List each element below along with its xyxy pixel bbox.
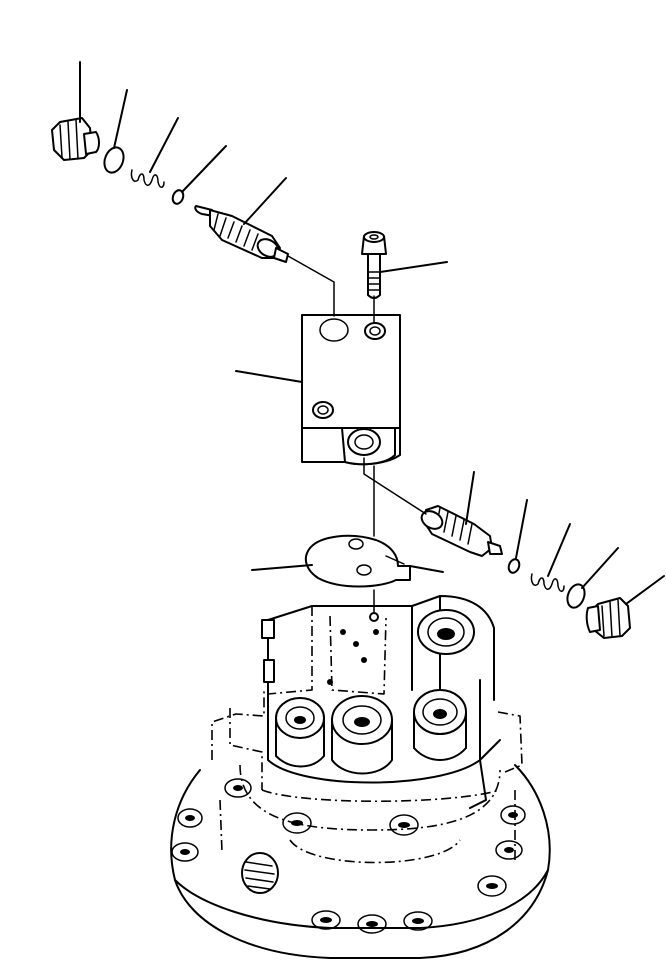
housing-upper-port xyxy=(417,609,475,655)
o-ring-lower xyxy=(566,583,586,609)
valve-block xyxy=(301,314,401,466)
lower-cartridge-stack xyxy=(420,505,631,639)
leader-line-small-ring-lower xyxy=(515,499,528,559)
o-ring-upper xyxy=(103,146,125,174)
spring-upper xyxy=(130,169,165,188)
assembly-lines xyxy=(287,255,427,622)
mounting-bolt xyxy=(361,231,387,299)
housing-left-stub xyxy=(261,619,275,683)
small-ring-upper xyxy=(171,189,185,205)
valve-spool-upper xyxy=(194,205,289,263)
housing-mounting-face xyxy=(327,629,379,685)
small-ring-lower xyxy=(507,558,521,574)
spring-lower xyxy=(530,573,565,592)
leader-line-gasket-right xyxy=(409,565,444,573)
housing-side-port xyxy=(241,852,279,894)
leader-line-small-ring-upper xyxy=(181,145,227,193)
valve-spool-lower xyxy=(420,505,503,557)
housing-boss-row xyxy=(275,689,467,775)
leader-line-o-ring-lower xyxy=(581,547,619,589)
plug-upper xyxy=(51,117,100,161)
plug-lower xyxy=(585,597,631,639)
upper-cartridge-stack xyxy=(51,117,289,263)
leader-line-spring-upper xyxy=(149,117,179,173)
leader-line-o-ring-upper xyxy=(113,89,128,149)
leader-line-spool-upper xyxy=(243,177,287,225)
leader-line-gasket-left xyxy=(251,564,313,571)
leader-line-plug-lower xyxy=(625,575,665,605)
leader-line-bolt xyxy=(379,261,448,273)
leader-line-spool-lower xyxy=(465,471,475,525)
motor-housing xyxy=(170,595,551,959)
callout-leader-lines xyxy=(79,61,665,605)
flange-bolt-bosses xyxy=(171,778,526,934)
gasket-plate xyxy=(304,534,411,588)
leader-line-valve-block xyxy=(235,370,303,383)
leader-line-spring-lower xyxy=(547,523,571,577)
